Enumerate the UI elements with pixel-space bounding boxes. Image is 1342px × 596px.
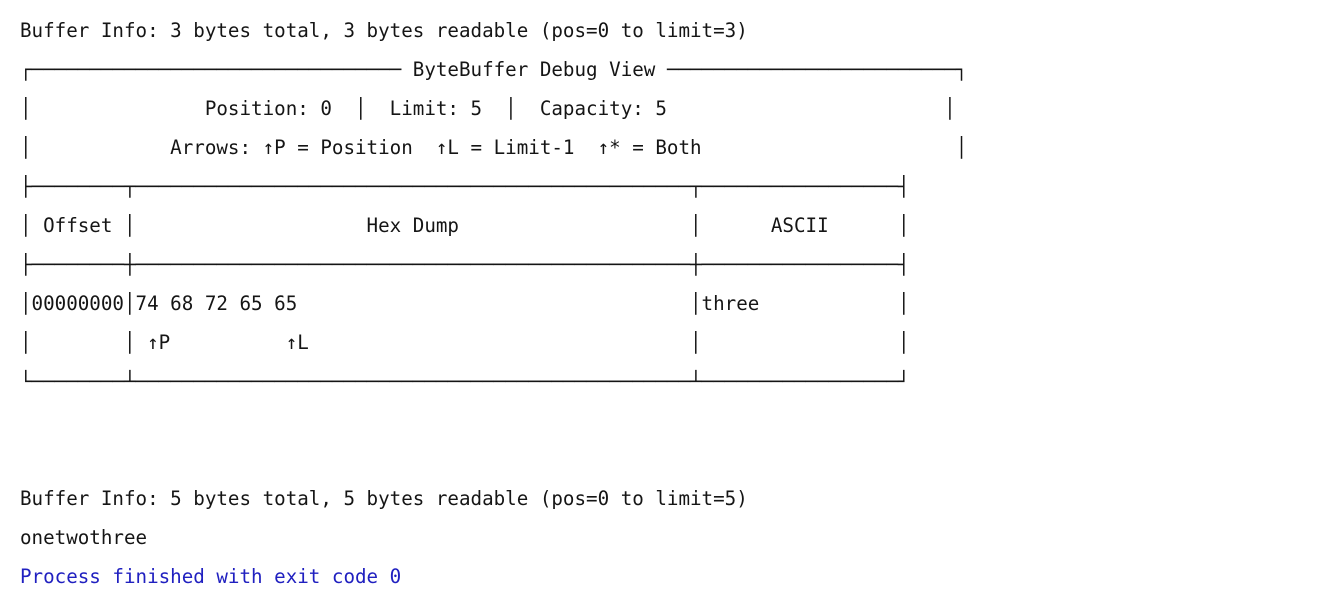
blank-line — [20, 401, 1330, 440]
hex-dump-data-row: │00000000│74 68 72 65 65 │three │ — [20, 292, 910, 315]
buffer-state-row: │ Position: 0 │ Limit: 5 │ Capacity: 5 │ — [20, 97, 956, 120]
decoded-string-output: onetwothree — [20, 526, 148, 549]
pointer-arrow-row: │ │ ↑P ↑L │ │ — [20, 331, 910, 354]
table-header-top-separator: ├────────┬──────────────────────────────… — [20, 175, 910, 198]
blank-line — [20, 440, 1330, 479]
table-bottom-border: └────────┴──────────────────────────────… — [20, 370, 910, 393]
table-header-row: │ Offset │ Hex Dump │ ASCII │ — [20, 214, 910, 237]
debug-view-title-border: ┌──────────────────────────────── ByteBu… — [20, 58, 968, 81]
buffer-info-line-1: Buffer Info: 3 bytes total, 3 bytes read… — [20, 19, 748, 42]
console-output-panel: Buffer Info: 3 bytes total, 3 bytes read… — [20, 11, 1330, 596]
arrows-legend-row: │ Arrows: ↑P = Position ↑L = Limit-1 ↑* … — [20, 136, 968, 159]
buffer-info-line-2: Buffer Info: 5 bytes total, 5 bytes read… — [20, 487, 748, 510]
table-header-bottom-separator: ├────────┼──────────────────────────────… — [20, 253, 910, 276]
